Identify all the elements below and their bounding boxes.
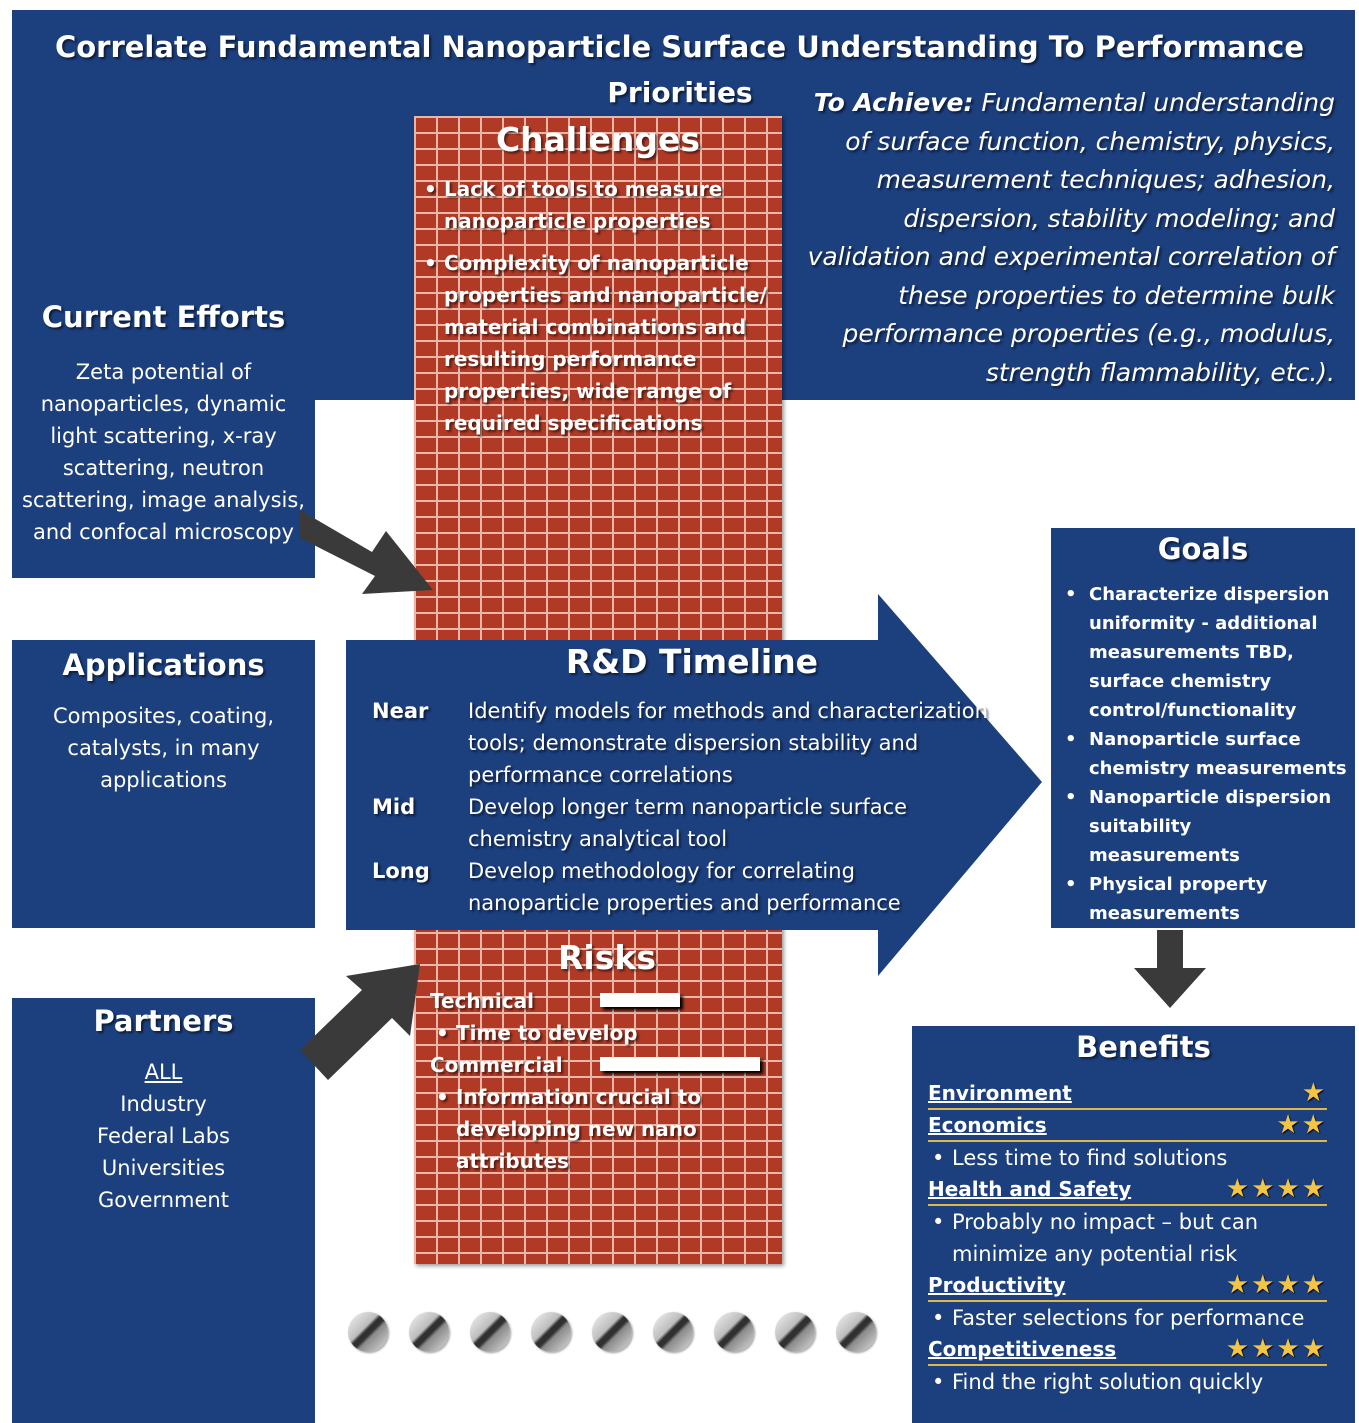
bolt-icon	[348, 1312, 388, 1352]
challenge-item: Lack of tools to measure nanoparticle pr…	[422, 173, 772, 237]
benefit-row-competitiveness: Competitiveness ★★★★	[928, 1334, 1327, 1366]
applications-heading: Applications	[62, 648, 265, 682]
bolt-icon	[653, 1312, 693, 1352]
challenges-heading: Challenges	[495, 120, 701, 159]
goal-item: Physical property measurements	[1063, 870, 1347, 928]
timeline-heading: R&D Timeline	[565, 642, 819, 681]
partners-box: Partners ALL Industry Federal Labs Unive…	[12, 998, 315, 1423]
goal-item: Characterize dispersion uniformity - add…	[1063, 580, 1347, 725]
bolt-icon	[409, 1312, 449, 1352]
partner-item: Federal Labs	[97, 1124, 230, 1148]
goal-item: Nanoparticle surface chemistry measureme…	[1063, 725, 1347, 783]
timeline-box: R&D Timeline Near Identify models for me…	[372, 642, 992, 919]
current-efforts-heading: Current Efforts	[41, 300, 286, 334]
page-title: Correlate Fundamental Nanoparticle Surfa…	[54, 30, 1305, 64]
risk-commercial-label: Commercial	[430, 1053, 563, 1077]
arrow-partners-to-risks	[300, 964, 420, 1080]
partners-all: ALL	[144, 1060, 183, 1084]
bolt-icon	[592, 1312, 632, 1352]
risks-heading: Risks	[558, 938, 656, 977]
star-rating: ★★★★	[1225, 1334, 1327, 1364]
benefits-box: Benefits Environment ★ Economics ★★ Less…	[912, 1026, 1355, 1423]
risk-technical-bar	[600, 993, 680, 1007]
benefit-bullet: Find the right solution quickly	[928, 1366, 1327, 1398]
benefit-bullet: Less time to find solutions	[928, 1142, 1327, 1174]
left-strip	[12, 400, 315, 578]
challenges-box: Challenges Lack of tools to measure nano…	[414, 120, 782, 439]
to-achieve-text: To Achieve: Fundamental understanding of…	[807, 88, 1335, 387]
star-rating: ★★★★	[1225, 1174, 1327, 1204]
bolt-icon	[775, 1312, 815, 1352]
partner-item: Universities	[101, 1156, 226, 1180]
risk-technical-label: Technical	[430, 989, 534, 1013]
partner-item: Industry	[120, 1092, 207, 1116]
timeline-row-long: Long Develop methodology for correlating…	[372, 859, 901, 915]
benefit-bullet: Faster selections for performance	[928, 1302, 1327, 1334]
goal-item: Nanoparticle dispersion suitability meas…	[1063, 783, 1347, 870]
benefit-row-economics: Economics ★★	[928, 1110, 1327, 1142]
current-efforts-box: Current Efforts Zeta potential of nanopa…	[12, 300, 315, 548]
bolt-icon	[470, 1312, 510, 1352]
bolt-icon	[531, 1312, 571, 1352]
benefits-heading: Benefits	[1076, 1030, 1211, 1064]
bolt-icon	[836, 1312, 876, 1352]
arrow-current-efforts-to-challenges	[300, 510, 433, 594]
challenge-item: Complexity of nanoparticle properties an…	[422, 247, 772, 439]
benefit-row-productivity: Productivity ★★★★	[928, 1270, 1327, 1302]
applications-box: Applications Composites, coating, cataly…	[12, 640, 315, 928]
star-rating: ★★★★	[1225, 1270, 1327, 1300]
benefit-bullet: Probably no impact – but can minimize an…	[928, 1206, 1312, 1270]
timeline-arrow	[346, 594, 1042, 976]
bolt-icon	[714, 1312, 754, 1352]
partner-item: Government	[98, 1188, 229, 1212]
risk-commercial-bar	[600, 1057, 760, 1071]
benefit-row-environment: Environment ★	[928, 1078, 1327, 1110]
goals-box: Goals Characterize dispersion uniformity…	[1051, 528, 1355, 928]
star-rating: ★	[1301, 1078, 1327, 1108]
timeline-row-near: Near Identify models for methods and cha…	[372, 699, 988, 787]
partners-heading: Partners	[93, 1004, 234, 1038]
arrow-goals-to-benefits	[1134, 930, 1206, 1008]
risk-item: Time to develop	[434, 1017, 782, 1049]
benefit-row-health-safety: Health and Safety ★★★★	[928, 1174, 1327, 1206]
to-achieve-label: To Achieve:	[813, 88, 974, 117]
star-rating: ★★	[1276, 1110, 1327, 1140]
priorities-label: Priorities	[607, 76, 753, 109]
risks-box: Risks Technical Time to develop Commerci…	[414, 938, 782, 1177]
goals-heading: Goals	[1157, 532, 1249, 566]
risk-item: Information crucial to developing new na…	[434, 1081, 704, 1177]
timeline-row-mid: Mid Develop longer term nanoparticle sur…	[372, 795, 908, 851]
